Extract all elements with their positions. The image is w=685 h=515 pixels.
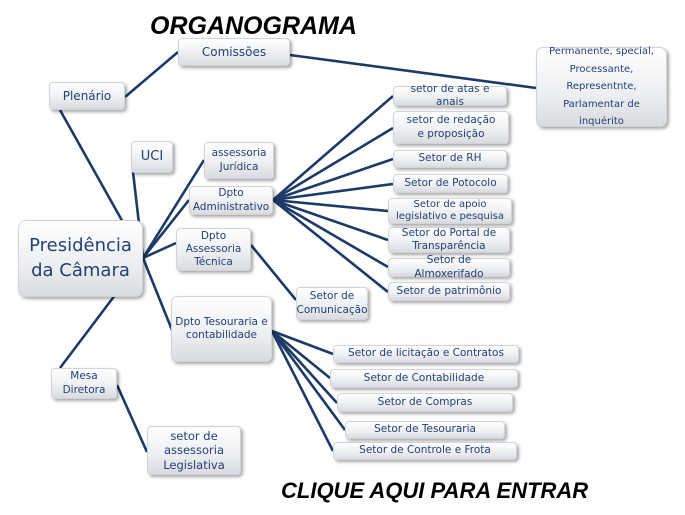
setor-apoio-legislativo[interactable]: Setor de apoio legislativo e pesquisa [388, 198, 512, 224]
enter-link[interactable]: CLIQUE AQUI PARA ENTRAR [281, 478, 589, 503]
page-title: ORGANOGRAMA [150, 12, 357, 40]
node-comissoes-tipos[interactable]: Permanente, special, Processante, Repres… [536, 46, 667, 127]
node-dpto-assessoria-tecnica[interactable]: Dpto Assessoria Técnica [176, 228, 251, 271]
node-assessoria-juridica[interactable]: assessoria Jurídica [204, 142, 274, 179]
node-dpto-tesouraria[interactable]: Dpto Tesouraria e contabilidade [171, 296, 272, 362]
setor-rh[interactable]: Setor de RH [393, 150, 507, 168]
setor-redacao[interactable]: setor de redação e proposição [393, 111, 509, 144]
setor-protocolo[interactable]: Setor de Potocolo [393, 174, 508, 193]
node-plenario[interactable]: Plenário [49, 82, 125, 110]
setor-portal-transparencia[interactable]: Setor do Portal de Transparência [388, 227, 510, 253]
comissao-tipo: Processante, [569, 63, 634, 75]
setor-controle-frota[interactable]: Setor de Controle e Frota [333, 442, 517, 460]
setor-patrimonio[interactable]: Setor de patrimônio [388, 282, 510, 301]
setor-contabilidade[interactable]: Setor de Contabilidade [330, 369, 518, 388]
node-dpto-administrativo[interactable]: Dpto Administrativo [189, 186, 273, 215]
node-setor-comunicacao[interactable]: Setor de Comunicação [296, 287, 368, 320]
setor-atas-anais[interactable]: setor de atas e anais [393, 83, 507, 108]
comissao-tipo: Representnte, [566, 81, 637, 93]
setor-compras[interactable]: Setor de Compras [337, 393, 513, 412]
comissao-tipo: Permanente, special, [549, 46, 654, 58]
setor-tesouraria[interactable]: Setor de Tesouraria [345, 421, 505, 439]
setor-licitacao[interactable]: Setor de licitação e Contratos [333, 345, 519, 363]
comissao-tipo: Parlamentar de inquérito [563, 98, 640, 128]
node-mesa-diretora[interactable]: Mesa Diretora [51, 368, 117, 399]
node-setor-assessoria-legislativa[interactable]: setor de assessoria Legislativa [147, 426, 241, 475]
node-comissoes[interactable]: Comissões [178, 38, 290, 66]
setor-almoxarifado[interactable]: Setor de Almoxerifado [388, 254, 510, 280]
node-presidencia[interactable]: Presidência da Câmara [18, 220, 143, 297]
node-uci[interactable]: UCI [131, 141, 173, 173]
